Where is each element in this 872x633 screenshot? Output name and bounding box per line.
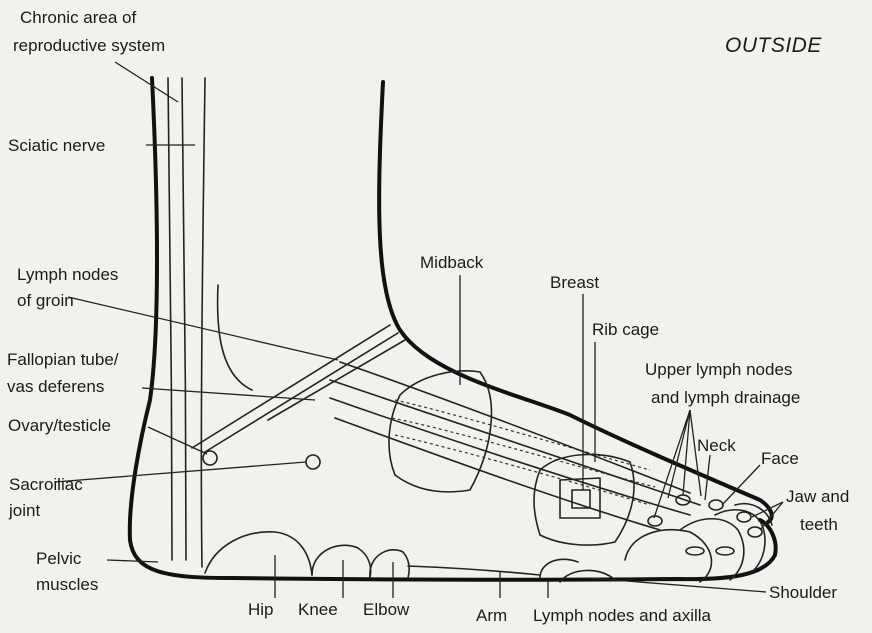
groin-band-lower xyxy=(268,340,405,420)
tendon-line-3 xyxy=(330,398,690,515)
label-arm: Arm xyxy=(476,606,507,625)
label-breast: Breast xyxy=(550,273,599,292)
label-jaw-1: Jaw and xyxy=(786,487,849,506)
label-upper-lymph-2: and lymph drainage xyxy=(651,388,800,407)
label-upper-lymph-1: Upper lymph nodes xyxy=(645,360,792,379)
label-chronic-area-1: Chronic area of xyxy=(20,8,137,27)
toe-1 xyxy=(625,530,711,582)
label-chronic-area-2: reproductive system xyxy=(13,36,165,55)
label-neck: Neck xyxy=(697,436,736,455)
label-ovary: Ovary/testicle xyxy=(8,416,111,435)
knee-bump xyxy=(312,545,371,577)
leader-upper-lymph-1 xyxy=(654,410,690,518)
label-fallopian-1: Fallopian tube/ xyxy=(7,350,119,369)
toe-node-5 xyxy=(648,516,662,526)
label-sacroiliac-1: Sacroiliac xyxy=(9,475,83,494)
toe-3 xyxy=(715,510,765,572)
label-shoulder: Shoulder xyxy=(769,583,837,602)
shoulder-bump xyxy=(540,559,578,578)
elbow-bump xyxy=(370,550,409,578)
diagram-title: OUTSIDE xyxy=(725,34,822,57)
tendon-line-2 xyxy=(330,380,700,505)
label-sacroiliac-2: joint xyxy=(8,501,40,520)
label-lymph-groin-2: of groin xyxy=(17,291,74,310)
leader-pelvic xyxy=(107,560,158,562)
ankle-line xyxy=(218,285,252,390)
label-knee: Knee xyxy=(298,600,338,619)
toe-node-2 xyxy=(709,500,723,510)
toe-node-3 xyxy=(737,512,751,522)
leader-fallopian xyxy=(142,388,315,400)
label-lymph-axilla: Lymph nodes and axilla xyxy=(533,606,712,625)
leg-line-2 xyxy=(182,78,186,560)
leader-ovary xyxy=(148,427,207,454)
label-pelvic-1: Pelvic xyxy=(36,549,82,568)
midback-region xyxy=(389,371,491,492)
label-face: Face xyxy=(761,449,799,468)
label-elbow: Elbow xyxy=(363,600,410,619)
hip-bump xyxy=(205,532,312,575)
leader-jaw-2 xyxy=(760,502,783,530)
label-fallopian-2: vas deferens xyxy=(7,377,104,396)
label-rib-cage: Rib cage xyxy=(592,320,659,339)
toe-node-4 xyxy=(748,527,762,537)
leader-sacroiliac xyxy=(55,462,306,482)
label-midback: Midback xyxy=(420,253,484,272)
sacroiliac-circle xyxy=(306,455,320,469)
label-lymph-groin-1: Lymph nodes xyxy=(17,265,118,284)
label-pelvic-2: muscles xyxy=(36,575,98,594)
leg-line-1 xyxy=(168,78,172,560)
tendon-line-1 xyxy=(340,362,690,493)
arm-line xyxy=(408,566,540,575)
label-sciatic-nerve: Sciatic nerve xyxy=(8,136,105,155)
label-hip: Hip xyxy=(248,600,274,619)
label-jaw-2: teeth xyxy=(800,515,838,534)
breast-region xyxy=(560,478,600,518)
toe-node-6 xyxy=(686,547,704,555)
leg-line-3 xyxy=(201,78,205,567)
toe-node-7 xyxy=(716,547,734,555)
